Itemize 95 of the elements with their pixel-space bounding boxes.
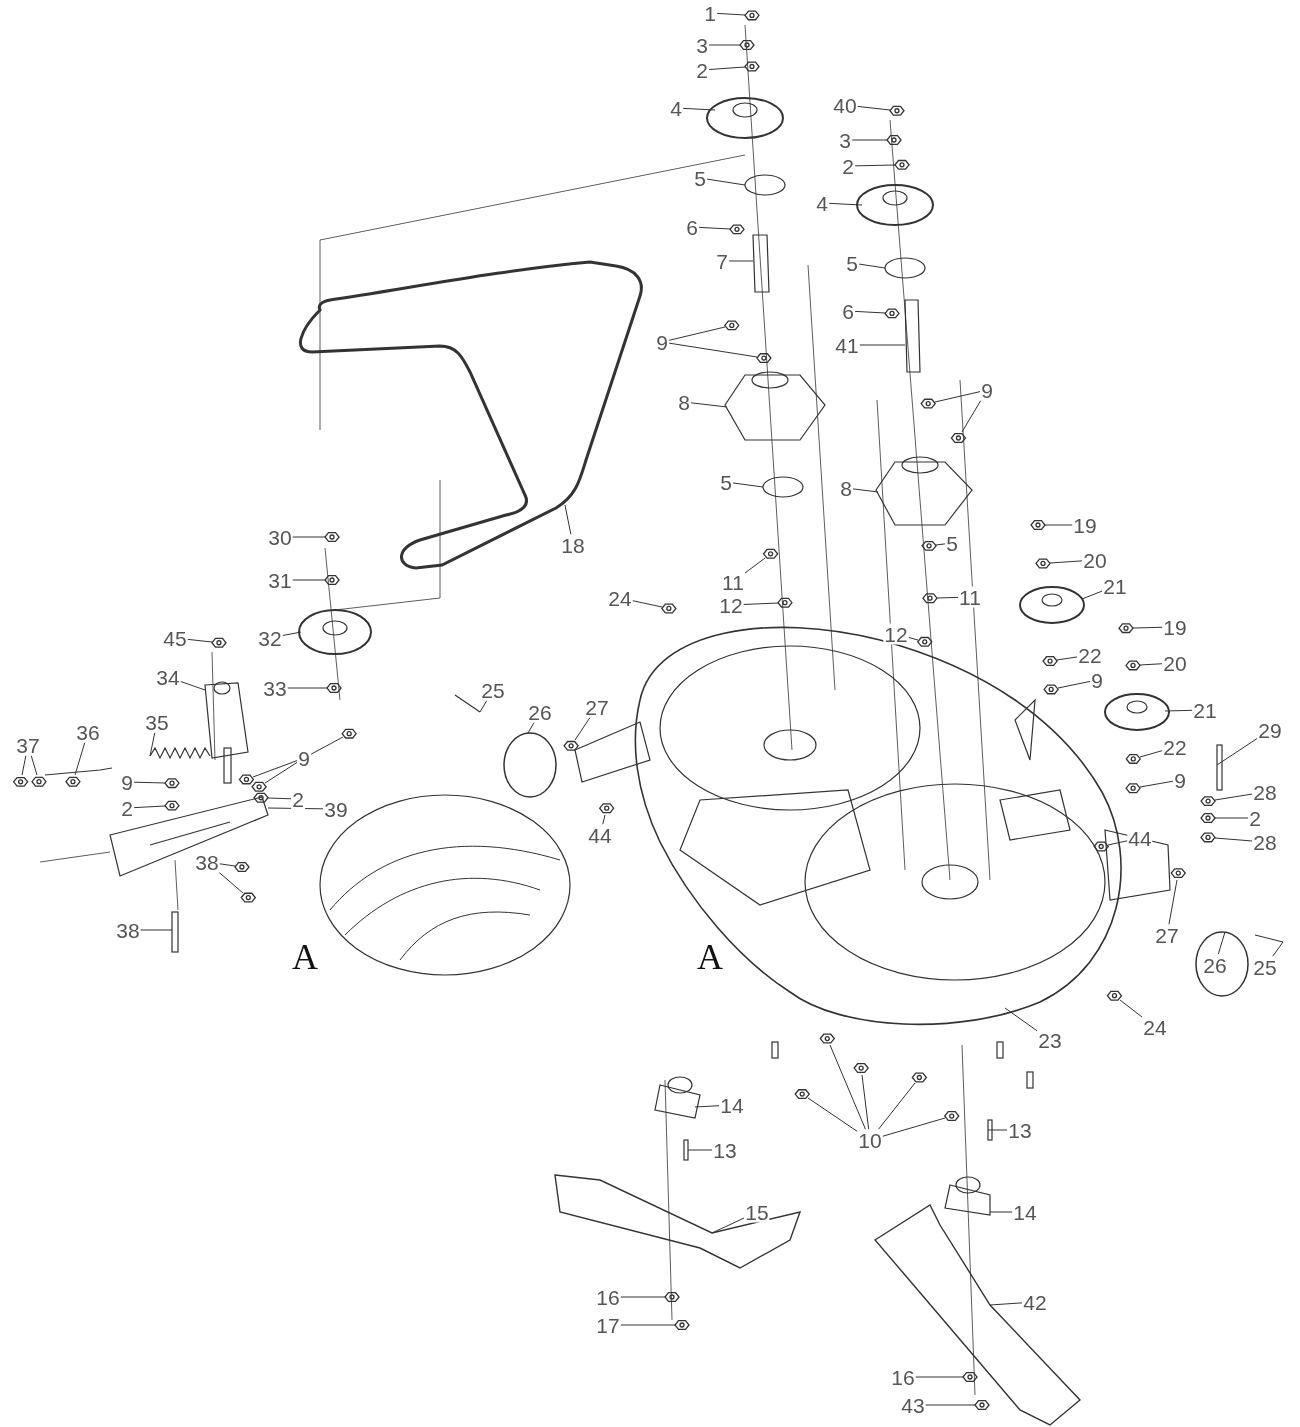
leader-line <box>698 226 731 230</box>
leader-line <box>267 797 292 800</box>
leader-line <box>743 602 779 605</box>
leader-line <box>1056 656 1078 661</box>
leader-line <box>882 1117 946 1137</box>
leader-line <box>858 263 886 269</box>
leader-line <box>668 326 726 341</box>
leader-line <box>21 755 27 776</box>
leader-line <box>1132 626 1163 629</box>
leader-line <box>711 1217 745 1234</box>
leader-line <box>925 1404 976 1406</box>
leader-line <box>30 755 38 776</box>
leader-line <box>908 636 919 641</box>
leader-line <box>706 178 746 186</box>
callout-number: 10 <box>857 1129 883 1151</box>
leader-line <box>708 44 741 46</box>
leader-line <box>1107 840 1128 846</box>
leader-line <box>149 732 156 757</box>
leader-line <box>1216 737 1258 766</box>
callout-number: 24 <box>1142 1016 1168 1038</box>
callout-number: 11 <box>721 571 745 593</box>
detail-label: A <box>697 939 723 975</box>
leader-line <box>1119 999 1143 1018</box>
leader-line <box>1057 680 1091 689</box>
leader-line <box>1004 1007 1038 1032</box>
leader-line <box>1214 817 1249 819</box>
leader-line <box>690 402 728 408</box>
leader-line <box>961 400 982 433</box>
leader-line <box>282 631 302 637</box>
leader-line <box>708 66 746 70</box>
leader-line <box>292 579 326 581</box>
leader-line <box>682 107 716 111</box>
detail-label: A <box>292 939 318 975</box>
leader-line <box>602 814 606 825</box>
leader-line <box>287 687 328 689</box>
leader-line <box>716 12 746 16</box>
leader-line <box>1214 837 1253 842</box>
leader-line <box>620 1324 676 1326</box>
leader-line <box>934 391 981 403</box>
leader-line <box>687 1149 713 1151</box>
leader-line <box>851 139 888 141</box>
leader-line <box>857 105 891 111</box>
leader-line <box>668 342 758 358</box>
leader-line <box>1081 590 1103 600</box>
leader-line <box>74 742 86 776</box>
leader-line <box>1168 879 1178 925</box>
leader-line <box>861 1074 870 1130</box>
leader-line <box>877 1082 916 1130</box>
leader-line <box>133 781 166 784</box>
leader-line <box>807 1097 858 1132</box>
leader-line <box>989 1302 1023 1306</box>
leader-line <box>1049 560 1083 564</box>
callout-number: 12 <box>883 623 909 645</box>
leader-line <box>1139 663 1163 666</box>
leader-line <box>140 929 173 931</box>
callout-number: 23 <box>1037 1029 1063 1051</box>
leader-line <box>732 482 764 488</box>
leader-line <box>292 536 326 538</box>
leader-line <box>1044 524 1073 526</box>
leader-line <box>620 1296 666 1298</box>
leader-line <box>264 761 298 784</box>
leader-line <box>564 504 572 535</box>
leader-line <box>989 1211 1013 1213</box>
leader-line <box>852 488 879 493</box>
leader-line <box>935 543 946 546</box>
leader-line <box>694 1105 720 1108</box>
leader-line <box>527 722 535 734</box>
leader-line <box>829 1044 867 1130</box>
leader-line <box>252 760 298 778</box>
leader-line <box>219 863 236 867</box>
leader-line <box>632 600 663 608</box>
leader-line <box>479 700 488 713</box>
leader-line <box>310 736 344 755</box>
leader-line <box>1217 931 1226 955</box>
leader-line <box>1214 793 1253 801</box>
leader-line <box>744 557 766 574</box>
leader-line <box>854 310 886 314</box>
leader-line <box>728 260 754 262</box>
leader-line <box>854 164 896 167</box>
leader-line <box>828 202 863 206</box>
leader-line <box>574 717 591 741</box>
leader-line <box>859 344 906 346</box>
leader-line <box>187 638 213 643</box>
leader-line <box>1139 780 1174 788</box>
leader-line <box>1139 750 1163 758</box>
leader-line <box>218 872 244 894</box>
leader-line <box>180 680 206 691</box>
callout-number: 11 <box>958 586 982 608</box>
leader-line <box>1164 709 1193 712</box>
leader-line <box>1272 941 1284 957</box>
leader-line <box>936 596 959 599</box>
leader-line <box>987 1129 1008 1131</box>
leader-line <box>267 807 324 810</box>
leader-line <box>915 1376 964 1378</box>
leader-line <box>133 805 166 809</box>
